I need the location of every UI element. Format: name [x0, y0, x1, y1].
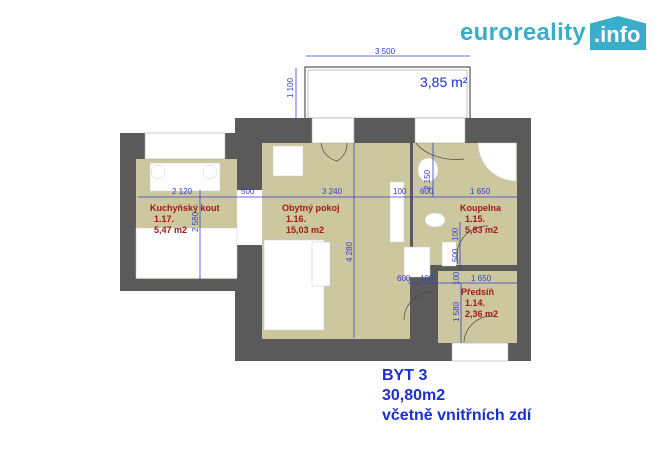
- room-number: 1.15.: [465, 214, 485, 224]
- dim-bath-2150: 2 150: [423, 169, 432, 190]
- room-area: 2,36 m2: [465, 309, 498, 319]
- room-area: 5,83 m2: [465, 225, 498, 235]
- area-note: včetně vnitřních zdí: [382, 407, 532, 424]
- dim-wall-100: 100: [393, 187, 407, 196]
- balcony: 3,85 m² 3 500 1 100: [286, 47, 471, 120]
- room-area: 15,03 m2: [286, 225, 324, 235]
- total-area: 30,80m2: [382, 387, 446, 404]
- dimension-lines: [138, 143, 518, 343]
- dim-bath-1650: 1 650: [470, 187, 491, 196]
- room-name: Kuchyňský kout: [150, 203, 220, 213]
- dim-hall-1580: 1 580: [452, 301, 461, 322]
- room-name: Obytný pokoj: [282, 203, 340, 213]
- room-number: 1.17.: [154, 214, 174, 224]
- dim-hall-100-v: 100: [452, 271, 461, 285]
- logo-house-suffix: .info: [590, 16, 647, 50]
- balcony-width-dim: 3 500: [375, 47, 396, 56]
- dim-hall-600: 600: [397, 274, 411, 283]
- room-name: Předsíň: [461, 287, 494, 297]
- balcony-area: 3,85 m²: [420, 74, 468, 90]
- dim-wall-500: 500: [241, 187, 255, 196]
- room-label-hallway: Předsíň 1.14. 2,36 m2: [461, 287, 498, 319]
- windows: [144, 117, 509, 362]
- furniture: [135, 142, 517, 331]
- unit-name: BYT 3: [382, 367, 428, 384]
- dim-hall-1650: 1 650: [471, 274, 492, 283]
- doors: [320, 142, 493, 343]
- dim-bath-500-v: 500: [451, 248, 460, 262]
- dim-kitchen-width: 2 120: [172, 187, 193, 196]
- room-label-living: Obytný pokoj 1.16. 15,03 m2: [282, 203, 340, 235]
- room-number: 1.16.: [286, 214, 306, 224]
- room-label-bathroom: Koupelna 1.15. 5,83 m2: [460, 203, 502, 235]
- apartment-summary: BYT 3 30,80m2 včetně vnitřních zdí: [382, 366, 531, 426]
- dimension-labels: 2 120 500 3 240 100 600 1 650 2 150 2 58…: [172, 169, 492, 322]
- dim-hall-100: 100: [420, 274, 434, 283]
- dim-kitchen-height: 2 580: [191, 211, 200, 232]
- room-number: 1.14.: [465, 298, 485, 308]
- room-name: Koupelna: [460, 203, 502, 213]
- dim-living-height: 4 280: [345, 241, 354, 262]
- balcony-depth-dim: 1 100: [286, 77, 295, 98]
- room-label-kitchen: Kuchyňský kout 1.17. 5,47 m2: [150, 203, 220, 235]
- logo: euroreality .info: [460, 16, 647, 50]
- room-area: 5,47 m2: [154, 225, 187, 235]
- logo-text: euroreality: [460, 19, 587, 46]
- dim-bath-100-v: 100: [451, 227, 460, 241]
- dim-bath-600: 600: [420, 187, 434, 196]
- dim-living-width: 3 240: [322, 187, 343, 196]
